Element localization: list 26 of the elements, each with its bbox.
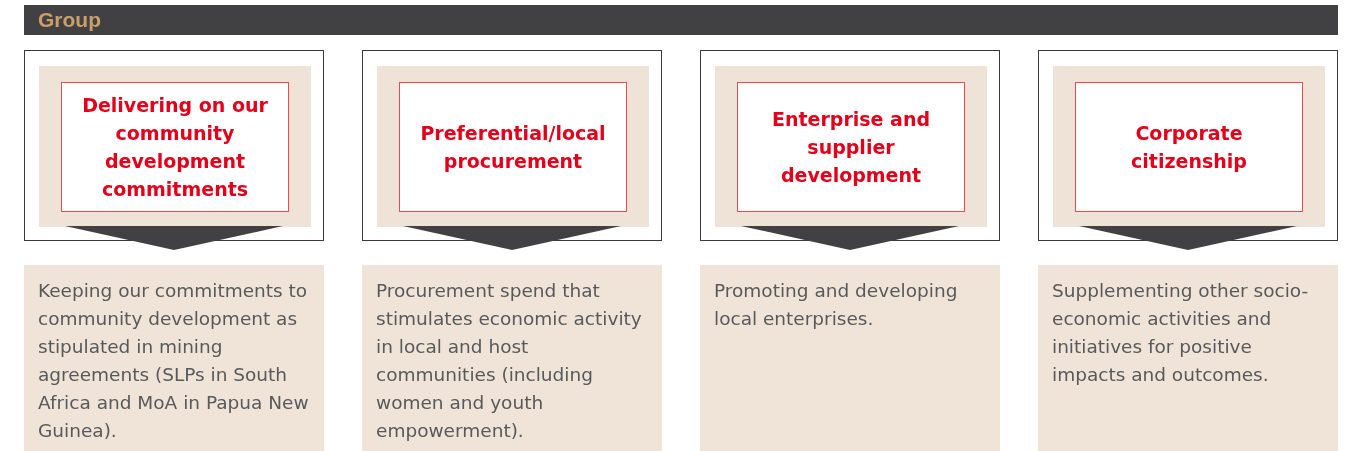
chevron-arrow <box>1079 226 1297 250</box>
box-title: Corporate citizenship <box>1130 121 1248 174</box>
outlined-box <box>24 50 324 241</box>
chevron-arrow <box>403 226 621 250</box>
title-box <box>737 82 965 212</box>
title-box <box>1075 82 1303 212</box>
description-text: Supplementing other socio-economic activities and initiatives for positive impacts and outcomes. <box>1052 279 1310 387</box>
description-box <box>700 265 1000 451</box>
chevron-arrow <box>741 226 959 250</box>
title-box <box>399 82 627 212</box>
section-heading: Group <box>38 8 101 32</box>
description-text: Promoting and developing local enterprises. <box>714 279 959 331</box>
outlined-box <box>700 50 1000 241</box>
header-band <box>24 5 1338 35</box>
description-box <box>24 265 324 451</box>
description-text: Keeping our commitments to community development as stipulated in mining agreements (SLPs in South Africa and MoA in Papua New Guinea). <box>38 279 310 443</box>
chevron-arrow <box>65 226 283 250</box>
description-box <box>1038 265 1338 451</box>
box-title: Preferential/local procurement <box>419 121 607 174</box>
box-title: Delivering on our community development commitments <box>81 93 269 202</box>
box-title: Enterprise and supplier development <box>770 107 932 188</box>
outlined-box <box>362 50 662 241</box>
description-text: Procurement spend that stimulates economic activity in local and host communities (including women and youth empowerment). <box>376 279 643 443</box>
outlined-box <box>1038 50 1338 241</box>
description-box <box>362 265 662 451</box>
title-box <box>61 82 289 212</box>
